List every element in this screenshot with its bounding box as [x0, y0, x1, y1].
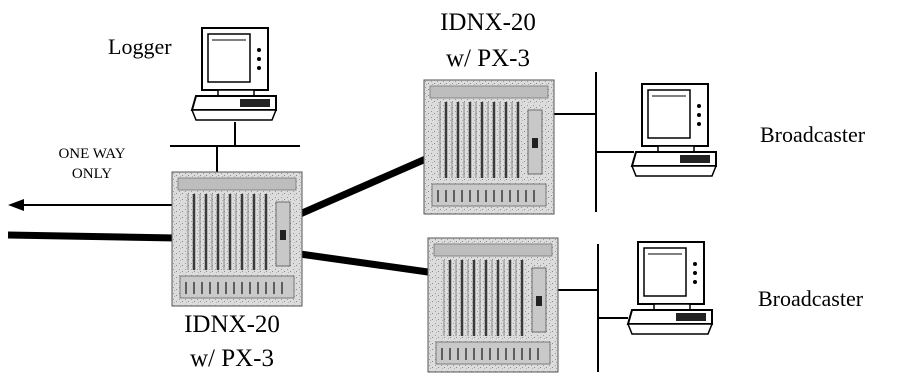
bottom-broadcaster-computer-icon	[628, 242, 712, 334]
one-way-arrow-head	[8, 199, 24, 211]
trunk-line-top	[300, 158, 428, 214]
logger-computer-icon	[192, 28, 276, 120]
inbound-thick-line	[8, 235, 176, 238]
logger-label: Logger	[108, 34, 172, 59]
broadcaster-bottom-label: Broadcaster	[758, 286, 864, 311]
top-idnx-node-icon	[424, 80, 554, 214]
top-broadcaster-computer-icon	[632, 84, 716, 176]
trunk-line-bottom	[300, 254, 428, 272]
bottom-idnx-node-icon	[428, 238, 558, 372]
top-node-label-line1: IDNX-20	[440, 9, 536, 36]
main-node-label-line1: IDNX-20	[184, 311, 280, 338]
top-node-label-line2: w/ PX-3	[446, 45, 530, 72]
main-node-label-line2: w/ PX-3	[190, 345, 274, 372]
one-way-label-line2: ONLY	[72, 166, 112, 182]
one-way-label-line1: ONE WAY	[58, 146, 125, 162]
broadcaster-top-label: Broadcaster	[760, 122, 866, 147]
main-idnx-node-icon	[172, 172, 302, 306]
